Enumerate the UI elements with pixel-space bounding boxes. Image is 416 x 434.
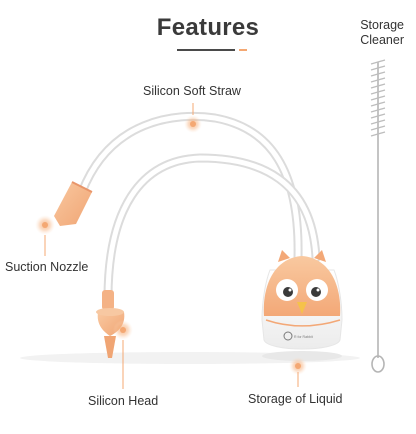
storage-cleaner-line1: Storage [360,18,404,32]
svg-text:R for Rabbit: R for Rabbit [294,335,313,339]
callout-nozzle [35,215,55,256]
silicon-head [96,290,125,358]
callout-head [113,320,133,389]
storage-of-liquid-label: Storage of Liquid [248,392,343,406]
owl-storage-container: R for Rabbit [261,250,343,361]
title-accent-dash [239,49,247,51]
silicon-head-label: Silicon Head [88,394,159,408]
callout-straw [184,103,202,133]
title-underline [177,49,235,51]
cleaning-brush [370,59,386,373]
storage-cleaner-label: Storage Cleaner [360,18,404,48]
suction-nozzle-label: Suction Nozzle [5,260,89,274]
brand-logo-icon: R for Rabbit [283,331,313,341]
callout-liquid [289,357,307,387]
storage-cleaner-line2: Cleaner [360,33,404,47]
page-title: Features [156,14,260,41]
silicon-soft-straw-label: Silicon Soft Straw [143,84,241,98]
suction-nozzle [54,181,93,226]
